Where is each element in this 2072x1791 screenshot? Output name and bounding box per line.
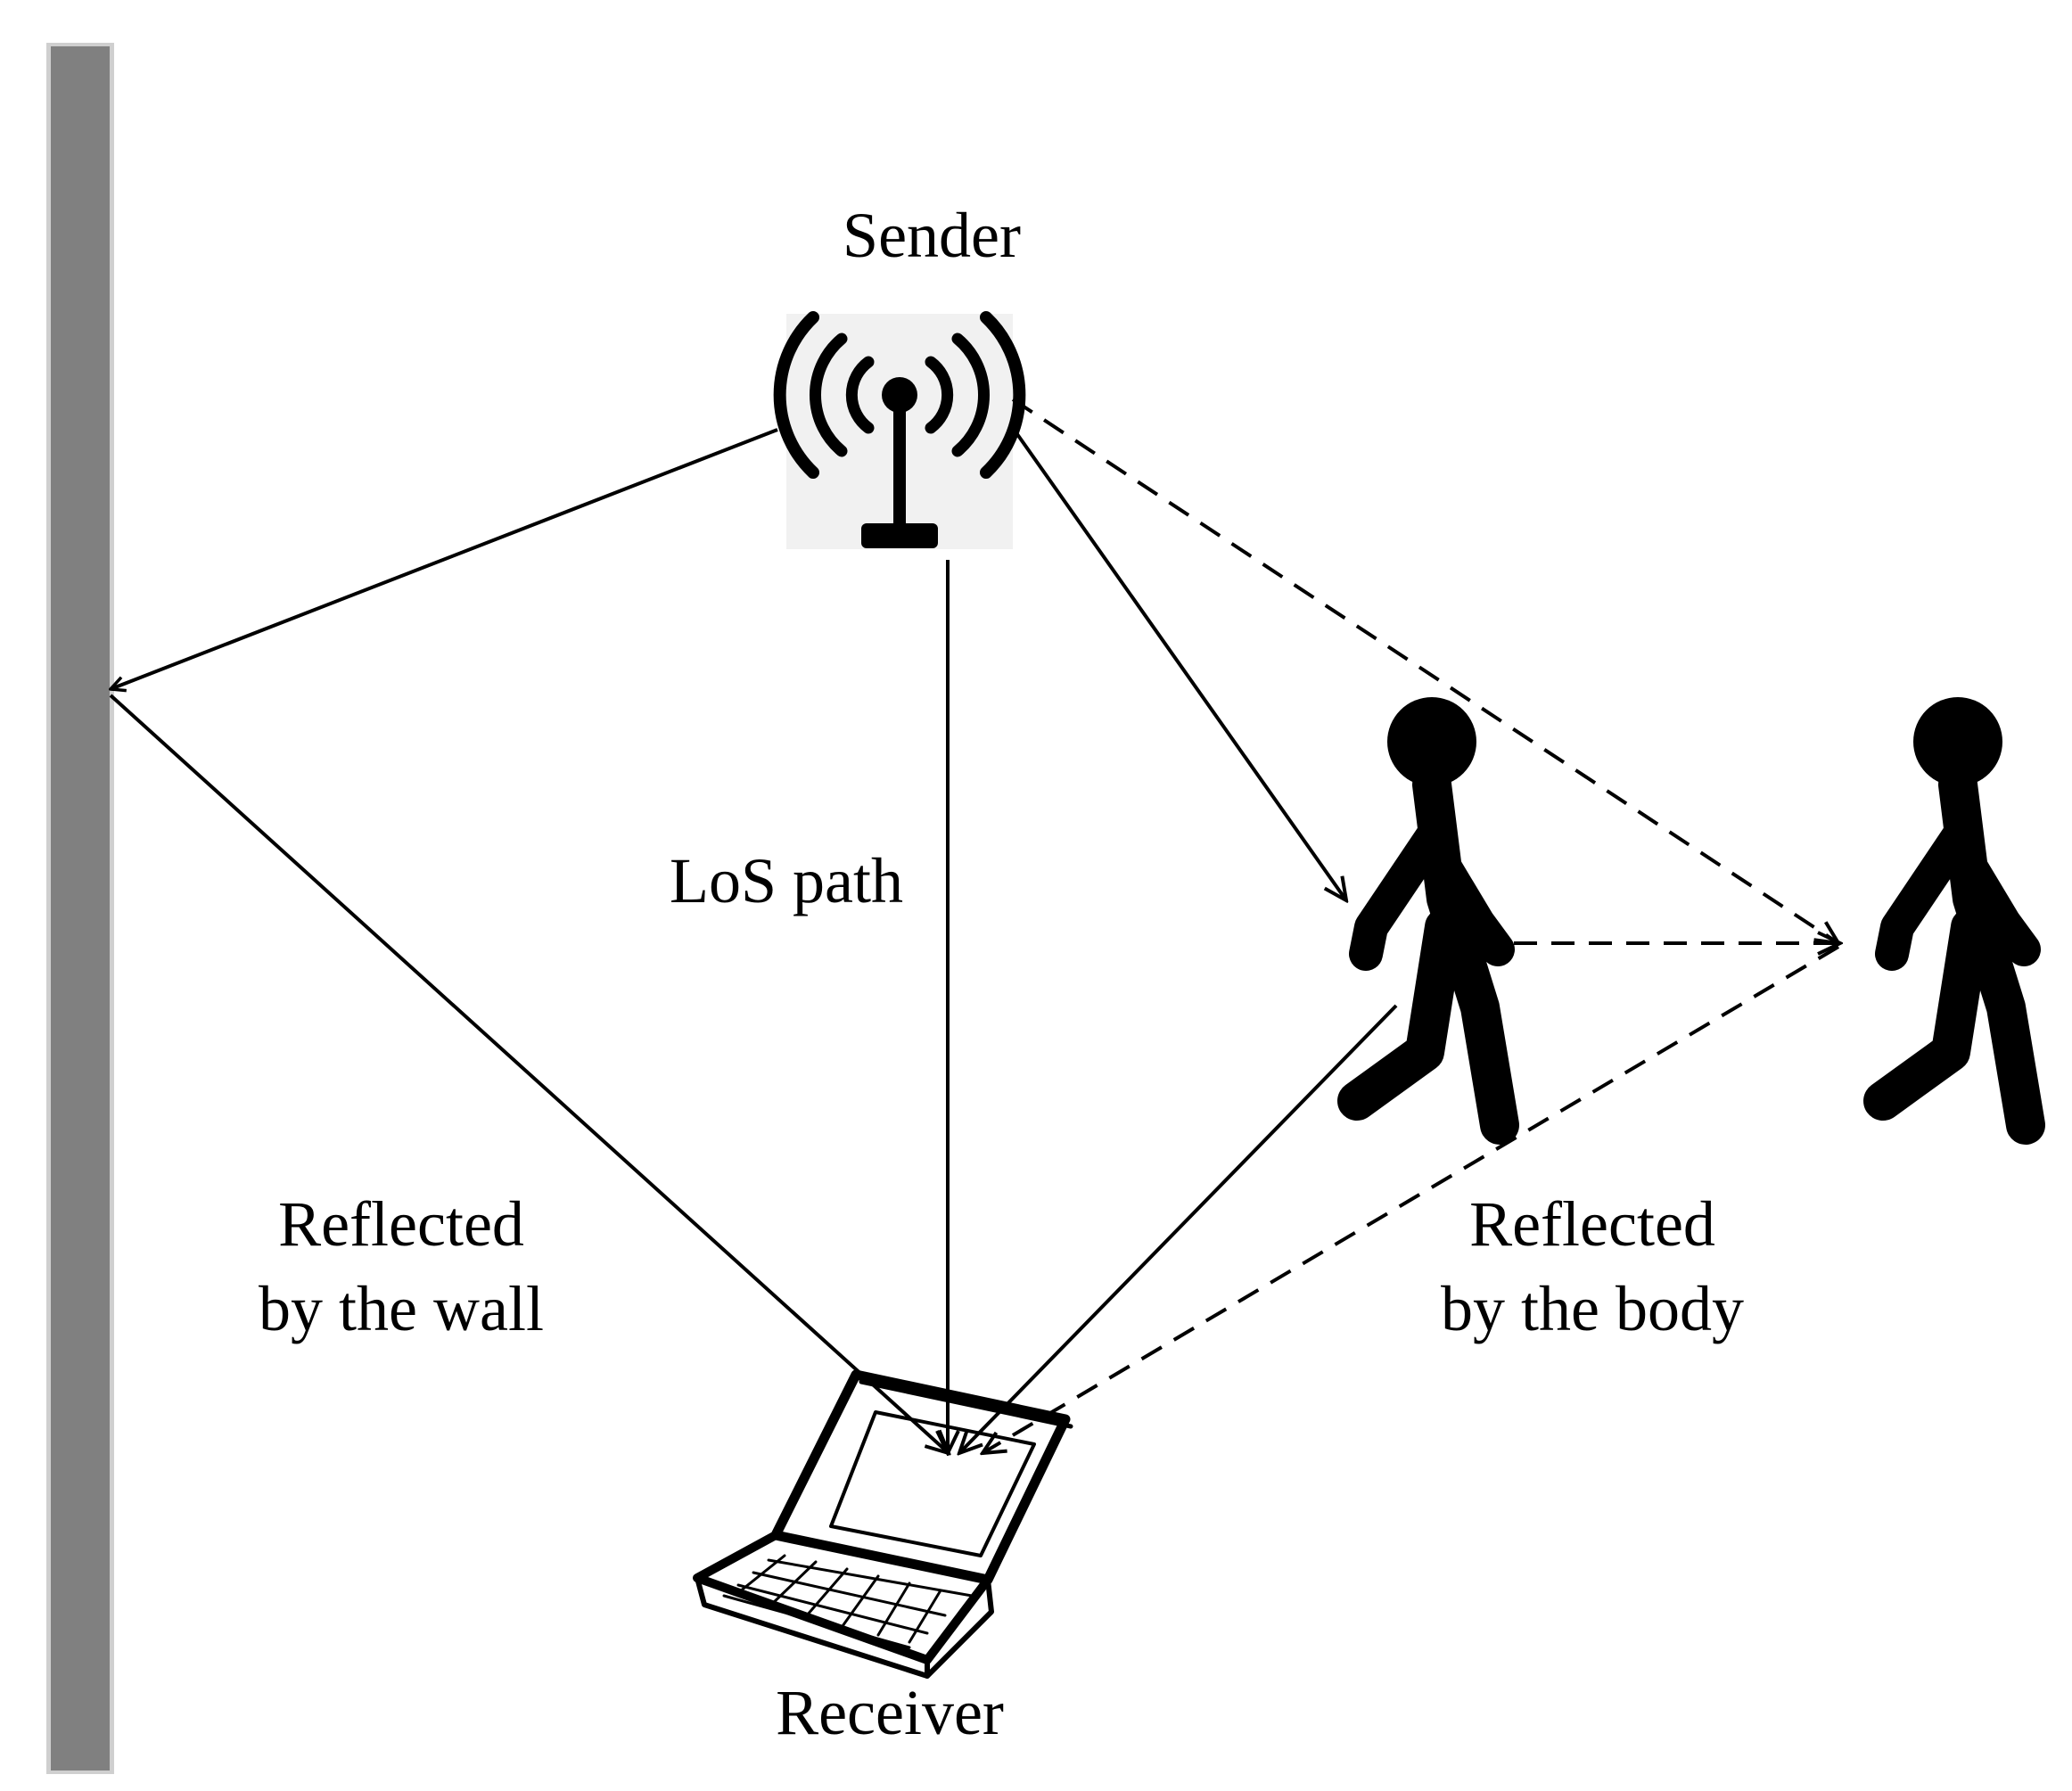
laptop-icon bbox=[693, 1369, 1073, 1679]
path-sender-to-wall bbox=[111, 428, 778, 689]
los-path-label: LoS path bbox=[670, 845, 903, 916]
path-sender-to-body bbox=[1011, 426, 1346, 900]
path-person2-to-receiver bbox=[983, 945, 1840, 1453]
signal-paths-dashed bbox=[983, 398, 1840, 1453]
reflected-wall-label-line1: Reflected bbox=[278, 1188, 524, 1260]
path-sender-to-person2 bbox=[1011, 398, 1838, 943]
signal-paths-solid bbox=[109, 426, 1398, 1453]
antenna-icon bbox=[773, 311, 1026, 549]
path-body-to-receiver bbox=[959, 1004, 1398, 1453]
sender-label: Sender bbox=[843, 200, 1021, 271]
path-wall-to-receiver bbox=[109, 694, 949, 1453]
reflected-wall-label-line2: by the wall bbox=[259, 1273, 544, 1344]
wall bbox=[46, 43, 114, 1774]
receiver-label: Receiver bbox=[776, 1677, 1004, 1748]
reflected-body-label-line1: Reflected bbox=[1469, 1188, 1715, 1260]
person-icon bbox=[1337, 697, 1519, 1145]
person-icon bbox=[1863, 697, 2045, 1145]
reflected-body-label-line2: by the body bbox=[1441, 1273, 1744, 1344]
